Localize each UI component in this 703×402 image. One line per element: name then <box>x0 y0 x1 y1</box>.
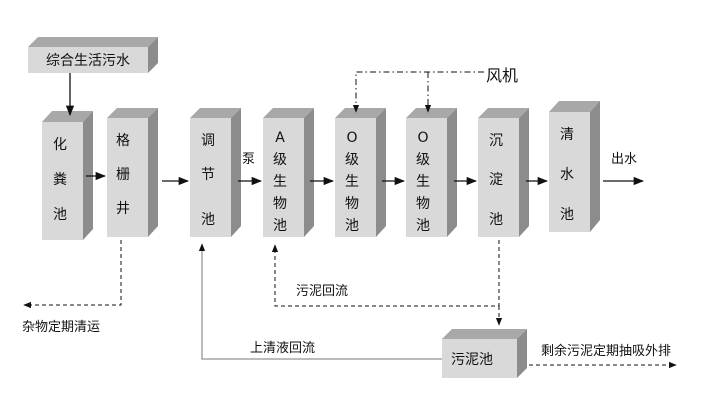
box-grille-line-1: 格 <box>116 133 130 149</box>
label-supernatant-return: 上清液回流 <box>250 341 315 356</box>
box-equalization-tank: 调 节 池 <box>190 108 241 237</box>
box-anoxic-line-1: A <box>275 130 285 146</box>
dashed-debris-line <box>23 240 122 309</box>
box-anoxic-bio-tank: A 级 生 物 池 <box>263 108 314 237</box>
box-oxic1-line-2: 级 <box>345 152 359 168</box>
box-wastewater-label: 综合生活污水 <box>46 53 130 69</box>
box-clear-water-tank: 清 水 池 <box>549 101 600 232</box>
box-settle-line-2: 淀 <box>489 172 503 188</box>
label-excess-sludge: 剩余污泥定期抽吸外排 <box>541 343 671 359</box>
main-flow-arrows <box>65 73 645 186</box>
box-settle-line-3: 池 <box>489 212 503 228</box>
box-septic-tank: 化 粪 池 <box>42 111 93 240</box>
supernatant-return-line <box>198 243 442 360</box>
box-settling-tank: 沉 淀 池 <box>478 108 529 237</box>
box-sludge-label: 污泥池 <box>451 352 493 368</box>
box-oxic1-line-1: O <box>346 130 357 146</box>
box-grille-line-2: 栅 <box>116 167 130 183</box>
box-equalize-line-2: 节 <box>201 167 215 183</box>
label-debris-removal: 杂物定期清运 <box>22 320 100 335</box>
label-blower: 风机 <box>486 66 518 85</box>
blower-air-lines <box>352 71 484 113</box>
box-clear-line-1: 清 <box>560 127 574 143</box>
box-oxic2-line-2: 级 <box>416 152 430 168</box>
label-sludge-return: 污泥回流 <box>296 284 348 299</box>
box-oxic2-line-3: 生 <box>416 174 430 190</box>
box-sludge-tank: 污泥池 <box>442 329 527 378</box>
box-settle-line-1: 沉 <box>489 133 503 149</box>
box-oxic2-line-1: O <box>417 130 428 146</box>
box-equalize-line-1: 调 <box>201 133 215 149</box>
box-septic-line-2: 粪 <box>53 172 67 188</box>
box-equalize-line-3: 池 <box>201 212 215 228</box>
box-oxic-bio-tank-1: O 级 生 物 池 <box>335 108 386 237</box>
box-septic-line-1: 化 <box>53 137 67 153</box>
box-anoxic-line-3: 生 <box>273 174 287 190</box>
box-grille-line-3: 井 <box>116 201 130 217</box>
box-anoxic-line-5: 池 <box>273 218 287 234</box>
box-oxic-bio-tank-2: O 级 生 物 池 <box>406 108 457 237</box>
box-oxic1-line-4: 物 <box>345 196 359 212</box>
box-clear-line-3: 池 <box>560 207 574 223</box>
box-grille-well: 格 栅 井 <box>107 108 158 237</box>
label-pump: 泵 <box>242 152 255 167</box>
dashed-sludge-return-line <box>271 240 500 307</box>
box-wastewater: 综合生活污水 <box>28 37 158 73</box>
box-septic-line-3: 池 <box>53 207 67 223</box>
box-oxic1-line-5: 池 <box>345 218 359 234</box>
box-oxic1-line-3: 生 <box>345 174 359 190</box>
box-clear-line-2: 水 <box>560 167 574 183</box>
air-line-blower <box>352 71 484 113</box>
return-lines <box>23 240 677 369</box>
box-oxic2-line-5: 池 <box>416 218 430 234</box>
box-anoxic-line-2: 级 <box>273 152 287 168</box>
box-oxic2-line-4: 物 <box>416 196 430 212</box>
box-anoxic-line-4: 物 <box>273 196 287 212</box>
label-outlet: 出水 <box>611 152 637 167</box>
